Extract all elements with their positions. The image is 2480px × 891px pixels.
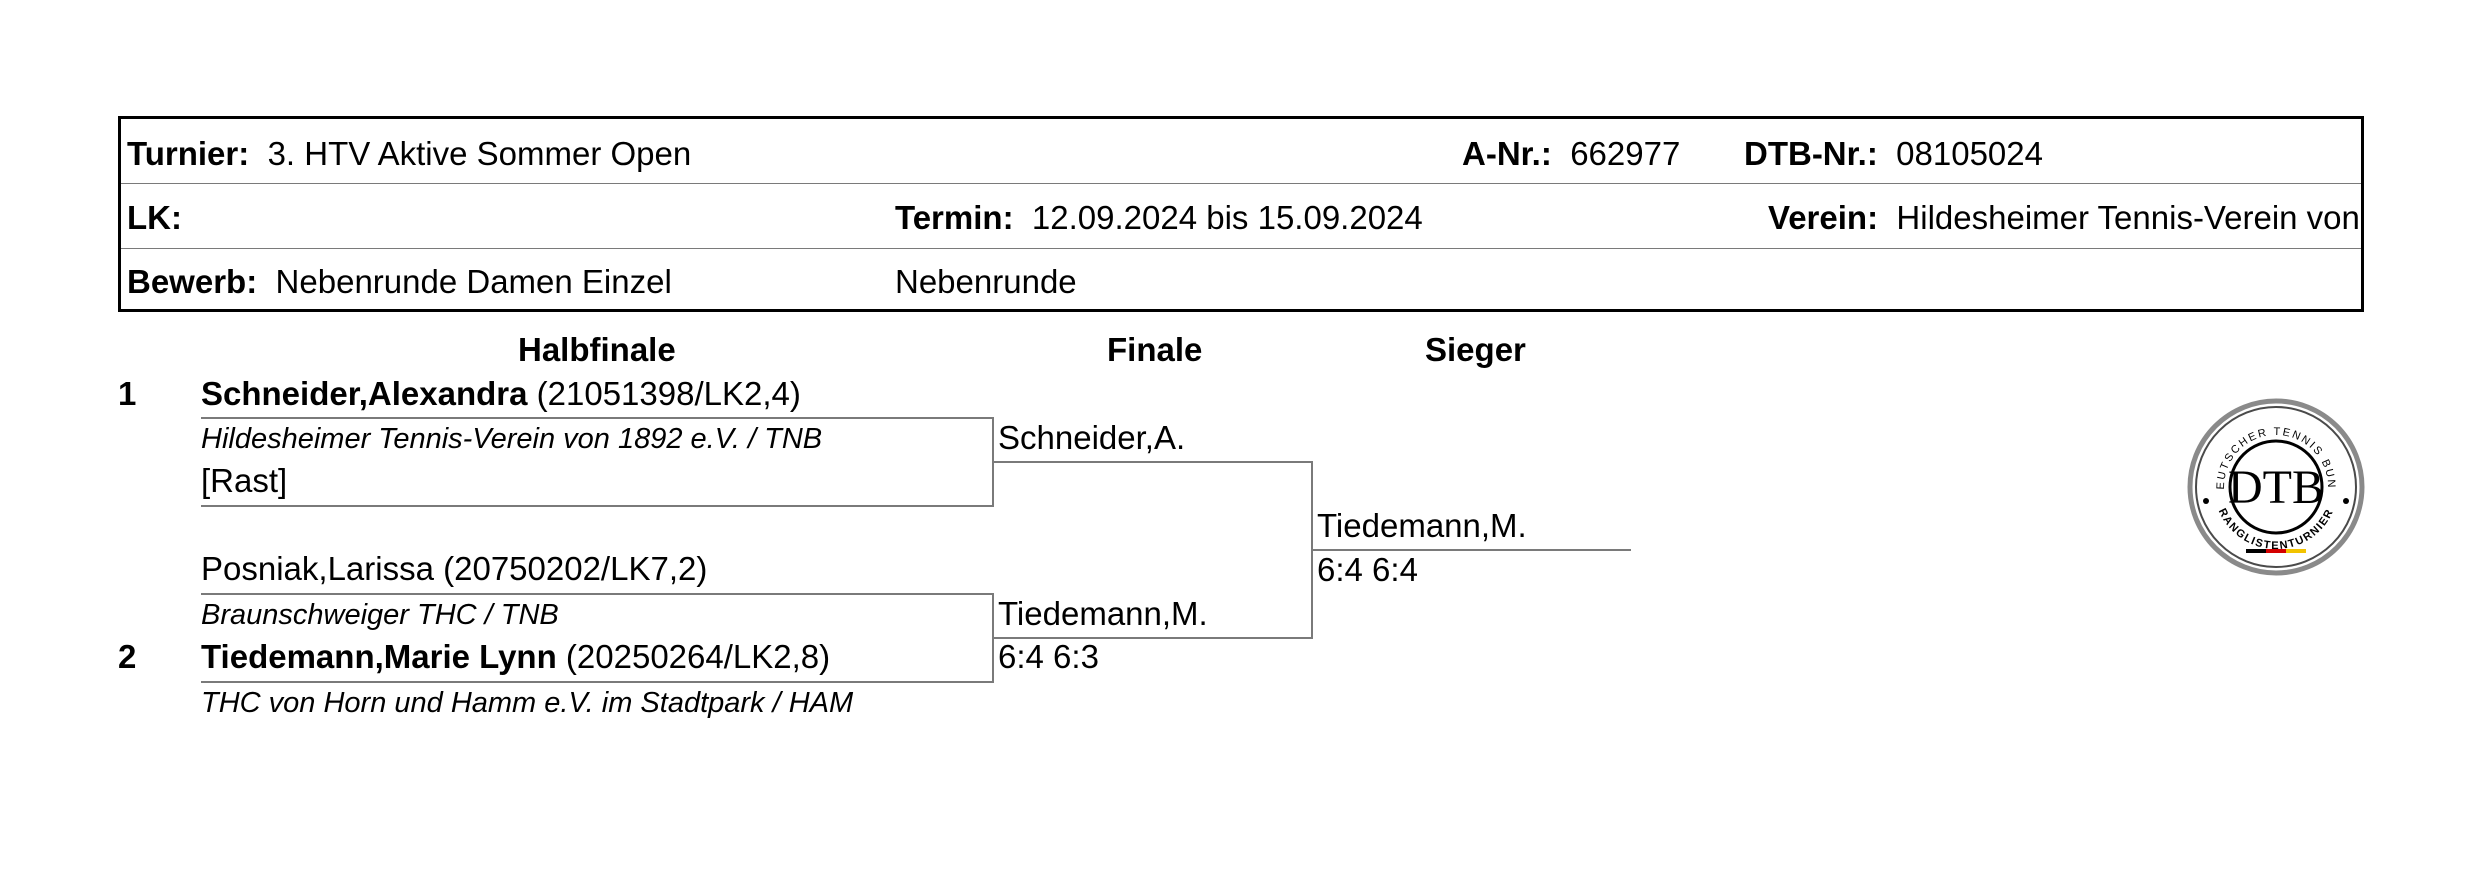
lk-field: LK: xyxy=(127,198,182,238)
player-id: (21051398/LK2,4) xyxy=(536,375,801,412)
bracket-line xyxy=(992,637,1312,639)
dtb-logo-seal: DEUTSCHER TENNIS BUND RANGLISTENTURNIER … xyxy=(2181,388,2366,577)
finale-bottom-score: 6:4 6:3 xyxy=(998,638,1099,675)
turnier-value: 3. HTV Aktive Sommer Open xyxy=(267,135,692,172)
dtbnr-field: DTB-Nr.: 08105024 xyxy=(1744,134,2043,174)
tournament-header-table: Turnier: 3. HTV Aktive Sommer Open A-Nr.… xyxy=(118,116,2364,312)
lk-label: LK: xyxy=(127,199,182,236)
termin-label: Termin: xyxy=(895,199,1014,236)
player-entry: Tiedemann,Marie Lynn (20250264/LK2,8) xyxy=(201,637,830,677)
bracket-line xyxy=(1311,549,1631,551)
header-row-divider xyxy=(121,183,2361,184)
seed-number: 1 xyxy=(118,375,137,412)
runde-value: Nebenrunde xyxy=(895,263,1077,300)
winner-player: Tiedemann,M. xyxy=(1317,507,1527,544)
dtb-seal-icon: DEUTSCHER TENNIS BUND RANGLISTENTURNIER … xyxy=(2181,388,2365,576)
finale-bottom-player: Tiedemann,M. xyxy=(998,595,1208,632)
player-entry: Posniak,Larissa (20750202/LK7,2) xyxy=(201,550,708,587)
bracket-line xyxy=(201,593,993,595)
termin-value: 12.09.2024 bis 15.09.2024 xyxy=(1031,199,1423,236)
player-name: Schneider,Alexandra xyxy=(201,375,528,412)
turnier-field: Turnier: 3. HTV Aktive Sommer Open xyxy=(127,134,691,174)
turnier-label: Turnier: xyxy=(127,135,250,172)
seed-number: 2 xyxy=(118,638,137,675)
bracket-line xyxy=(201,505,993,507)
column-halbfinale: Halbfinale xyxy=(518,331,676,368)
verein-value: Hildesheimer Tennis-Verein von 1892 e.V. xyxy=(1896,199,2361,236)
anr-value: 662977 xyxy=(1570,135,1681,172)
bewerb-label: Bewerb: xyxy=(127,263,258,300)
header-row-divider xyxy=(121,248,2361,249)
termin-field: Termin: 12.09.2024 bis 15.09.2024 xyxy=(895,198,1423,238)
bracket-line xyxy=(201,417,993,419)
bye-entry: [Rast] xyxy=(201,462,288,499)
winner-score: 6:4 6:4 xyxy=(1317,551,1418,588)
dtbnr-value: 08105024 xyxy=(1896,135,2043,172)
column-sieger: Sieger xyxy=(1425,331,1526,368)
column-finale: Finale xyxy=(1107,331,1203,368)
anr-label: A-Nr.: xyxy=(1462,135,1552,172)
verein-label: Verein: xyxy=(1768,199,1879,236)
anr-field: A-Nr.: 662977 xyxy=(1462,134,1680,174)
player-club: Hildesheimer Tennis-Verein von 1892 e.V.… xyxy=(201,423,823,455)
bracket-line xyxy=(201,681,993,683)
bracket-line xyxy=(992,461,1312,463)
bewerb-value: Nebenrunde Damen Einzel xyxy=(275,263,672,300)
svg-text:DTB: DTB xyxy=(2228,461,2324,514)
player-club: Braunschweiger THC / TNB xyxy=(201,599,559,631)
player-id: (20250264/LK2,8) xyxy=(565,638,831,675)
finale-top-player: Schneider,A. xyxy=(998,419,1186,456)
player-club: THC von Horn und Hamm e.V. im Stadtpark … xyxy=(201,687,854,719)
player-entry: Schneider,Alexandra (21051398/LK2,4) xyxy=(201,374,801,414)
bewerb-field: Bewerb: Nebenrunde Damen Einzel xyxy=(127,262,672,302)
player-name: Tiedemann,Marie Lynn xyxy=(201,638,557,675)
dtbnr-label: DTB-Nr.: xyxy=(1744,135,1878,172)
verein-field: Verein: Hildesheimer Tennis-Verein von 1… xyxy=(1768,198,2361,238)
